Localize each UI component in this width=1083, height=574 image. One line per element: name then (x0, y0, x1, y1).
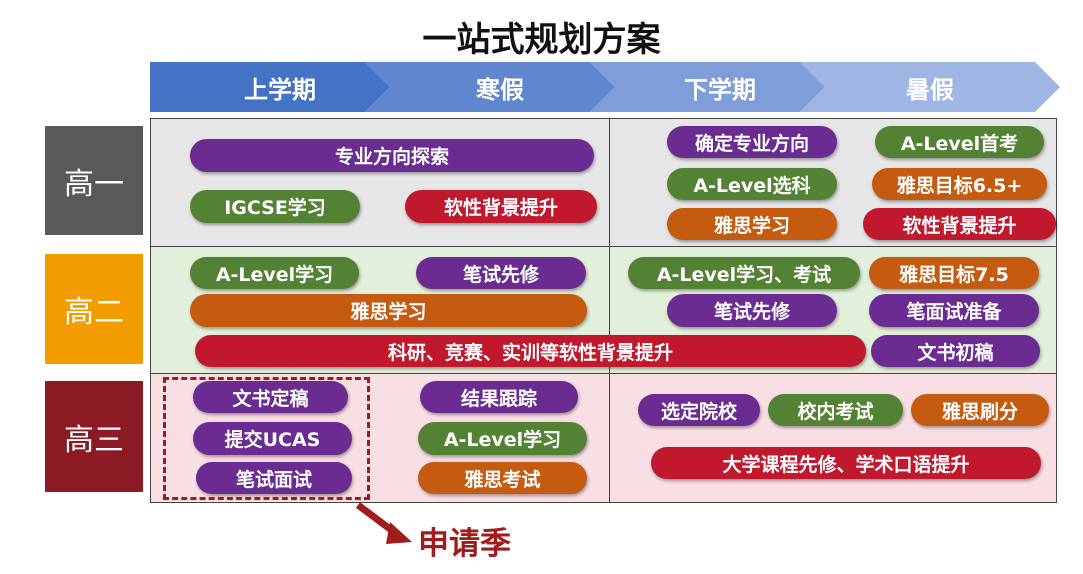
plan-item: 雅思刷分 (911, 394, 1049, 426)
plan-item: 软性背景提升 (863, 208, 1056, 240)
plan-item: 结果跟踪 (420, 381, 578, 413)
plan-item: 雅思目标7.5 (869, 257, 1039, 289)
period-label: 寒假 (476, 75, 524, 104)
grade-label: 高二 (45, 254, 143, 364)
plan-item: 选定院校 (638, 394, 760, 426)
semester-divider (609, 118, 610, 503)
plan-item: 提交UCAS (193, 422, 352, 455)
period-label: 暑假 (906, 75, 954, 104)
plan-item: 笔试面试 (196, 462, 352, 494)
page-title: 一站式规划方案 (422, 20, 661, 60)
plan-item: A-Level首考 (875, 126, 1044, 158)
plan-item: 雅思目标6.5+ (872, 168, 1047, 200)
plan-item: 软性背景提升 (405, 190, 597, 223)
plan-item: 笔面试准备 (869, 294, 1039, 327)
plan-item: 雅思学习 (190, 294, 587, 327)
plan-item: IGCSE学习 (190, 190, 360, 223)
application-season-highlight (163, 377, 370, 500)
grade-label: 高三 (45, 381, 143, 492)
arrow-segment-1 (150, 62, 390, 112)
application-season-label: 申请季 (418, 526, 511, 562)
arrow-segment-2 (365, 62, 615, 112)
plan-item: 文书初稿 (871, 335, 1040, 367)
period-label: 上学期 (244, 75, 316, 104)
arrow-segment-3 (590, 62, 825, 112)
plan-item: 确定专业方向 (667, 126, 837, 158)
plan-item: A-Level学习 (190, 257, 359, 289)
plan-item: 雅思考试 (418, 462, 587, 494)
plan-item: 校内考试 (768, 394, 903, 426)
plan-item: 专业方向探索 (190, 139, 594, 172)
plan-item: 文书定稿 (193, 381, 348, 413)
period-header-arrows (150, 62, 1060, 112)
plan-item: 科研、竞赛、实训等软性背景提升 (195, 335, 866, 367)
plan-item: 大学课程先修、学术口语提升 (651, 447, 1041, 479)
plan-item: A-Level选科 (667, 168, 837, 200)
plan-item: 笔试先修 (667, 294, 837, 327)
arrow-icon (355, 502, 412, 544)
plan-item: 雅思学习 (667, 208, 837, 240)
plan-item: A-Level学习 (418, 422, 587, 455)
grade-label: 高一 (45, 126, 143, 235)
plan-item: 笔试先修 (416, 257, 586, 289)
plan-item: A-Level学习、考试 (628, 257, 860, 289)
arrow-segment-4 (800, 62, 1060, 112)
period-label: 下学期 (684, 75, 756, 104)
